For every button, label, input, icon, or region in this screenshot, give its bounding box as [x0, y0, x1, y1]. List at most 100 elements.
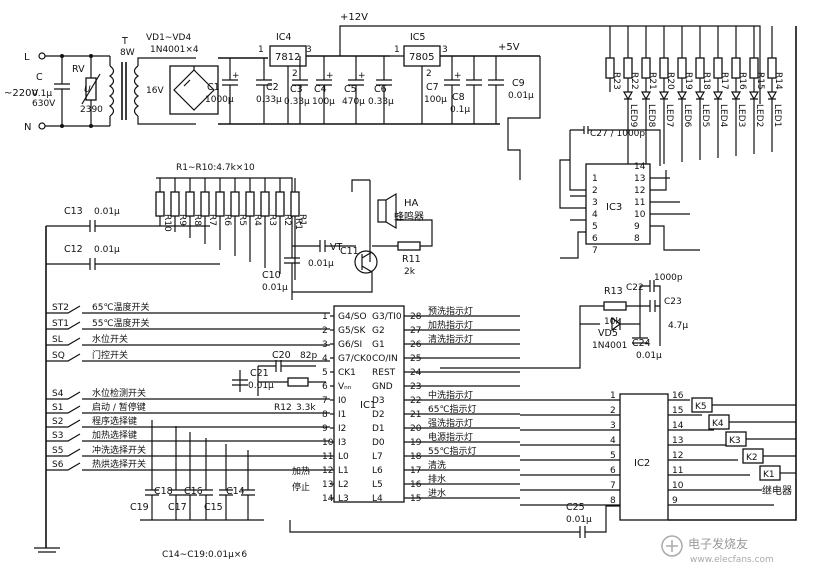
- led-label: LED7: [664, 104, 674, 127]
- r11-resistor: [397, 241, 421, 251]
- switch-contact-icon[interactable]: [46, 433, 330, 442]
- ic1-pin-signal: G1: [372, 340, 385, 350]
- watermark: 电子发烧友 www.elecfans.com: [661, 535, 774, 565]
- ic3-pin-number: 7: [592, 246, 598, 256]
- led-diode-icon: [676, 91, 688, 101]
- filter-capacitor: [219, 444, 233, 520]
- switch-contact-icon[interactable]: [46, 321, 330, 330]
- c10-capacitor: [284, 240, 300, 300]
- c25-label: C25: [566, 502, 585, 513]
- c5-value: 470μ: [342, 97, 365, 107]
- bottom-caps-note: C14∼C19:0.01μ×6: [162, 550, 247, 560]
- indicator-label-t65: 65℃指示灯: [428, 403, 477, 415]
- indicator-label-inlet: 进水: [428, 487, 446, 499]
- led-resistor-label: R20: [665, 72, 675, 90]
- svg-text:+: +: [454, 71, 462, 81]
- oscillator-section: C20 82p C21 0.01μ R12 3.3k: [232, 350, 326, 413]
- c2-value: 0.33μ: [256, 95, 282, 105]
- r12-value: 3.3k: [296, 403, 316, 413]
- switch-contact-icon[interactable]: [46, 305, 330, 314]
- led-label: LED4: [718, 104, 728, 128]
- c5-capacitor: [348, 56, 364, 124]
- transformer-primary: [108, 65, 115, 117]
- filter-capacitor: [183, 432, 197, 520]
- switch-contact-icon[interactable]: [46, 462, 330, 471]
- varistor-value: 2390: [80, 105, 103, 115]
- c21-value: 0.01μ: [248, 381, 274, 391]
- led-label: LED9: [628, 104, 638, 128]
- switch-contact-icon[interactable]: [46, 391, 330, 400]
- switch-label: 加热选择键: [92, 429, 137, 441]
- c27-capacitor: [570, 126, 661, 166]
- ic3-pin-number: 1: [592, 174, 598, 184]
- ac-wires: [45, 55, 110, 127]
- pullup-resistor-label: R3: [267, 214, 277, 226]
- ic2-pin-number: 10: [672, 481, 684, 491]
- c7-capacitor: [444, 56, 460, 124]
- filter-capacitor-label: C18: [154, 486, 173, 497]
- led-label: LED5: [700, 104, 710, 127]
- rail-12v-label: +12V: [340, 12, 368, 23]
- switch-contact-icon[interactable]: [46, 405, 330, 414]
- ic1-pin-signal: I3: [338, 438, 346, 448]
- switch-contact-icon[interactable]: [46, 448, 330, 457]
- c8-value: 0.1μ: [450, 105, 470, 115]
- watermark-text: 电子发烧友: [688, 536, 748, 551]
- c3-capacitor: [292, 56, 308, 124]
- transformer-power: 8W: [120, 48, 135, 58]
- switch-id: S4: [52, 389, 64, 399]
- svg-text:1: 1: [258, 45, 264, 55]
- led-diode-icon: [712, 91, 724, 101]
- switch-id: SQ: [52, 351, 65, 361]
- ic3-pin-number: 4: [592, 210, 598, 220]
- pullup-resistor: [230, 191, 240, 217]
- svg-text:3: 3: [442, 45, 448, 55]
- c9-capacitor: [488, 56, 504, 124]
- switch-id: S1: [52, 403, 63, 413]
- ic1-pin-number: 18: [410, 452, 422, 462]
- bridge-name: VD1∼VD4: [146, 33, 191, 43]
- ic4-type: 7812: [275, 52, 300, 63]
- indicator-label-heat: 加热指示灯: [428, 319, 473, 331]
- led-resistor-label: R14: [773, 72, 783, 90]
- led-label: LED8: [646, 104, 656, 128]
- buzzer-section: HA 蜂鸣器 VT R11 2k C11 0.01μ C10 0.01μ: [262, 179, 433, 300]
- bridge-type: 1N4001×4: [150, 45, 199, 55]
- filter-capacitor-label: C15: [204, 502, 223, 513]
- ic2-pin-number: 1: [610, 391, 616, 401]
- ic3-pin-number: 12: [634, 186, 645, 196]
- relay-label: 继电器: [762, 484, 792, 497]
- ic1-pin-signal: I1: [338, 410, 346, 420]
- ic1-pin-number: 3: [322, 340, 328, 350]
- transformer-secondary: [133, 65, 140, 117]
- buzzer-name: 蜂鸣器: [394, 210, 424, 223]
- varistor-u: U: [84, 85, 91, 95]
- led-diode-icon: [658, 91, 670, 101]
- ic1-pin-signal: G7/CK0: [338, 354, 372, 364]
- c24-capacitor: [632, 324, 648, 344]
- switch-contact-icon[interactable]: [46, 337, 330, 346]
- led-label: LED6: [682, 104, 692, 128]
- neutral-terminal-label: N: [24, 122, 31, 133]
- neutral-terminal: [38, 122, 46, 130]
- led-indicator-array: R14R15R16R17R18R19R20R21R22R23LED1LED2LE…: [605, 26, 783, 168]
- filter-capacitor: [169, 426, 183, 520]
- ic1-pin-signal: G2: [372, 326, 385, 336]
- switch-contact-icon[interactable]: [46, 353, 330, 362]
- ic2-pin-number: 14: [672, 421, 684, 431]
- ic5-label: IC5: [410, 32, 425, 43]
- pullup-resistor-label: R9: [177, 214, 187, 226]
- c25-value: 0.01μ: [566, 515, 592, 525]
- line-terminal-label: L: [24, 52, 30, 63]
- indicator-label-clean: 清洗指示灯: [428, 333, 473, 345]
- ic1-pin-signal: I0: [338, 396, 347, 406]
- led-resistor-label: R22: [629, 72, 639, 90]
- c22-label: C22: [626, 283, 644, 293]
- ground-symbol: [34, 547, 60, 553]
- ic3-label: IC3: [606, 202, 622, 213]
- led-label: LED1: [772, 104, 782, 127]
- filter-capacitor: [145, 420, 159, 520]
- switch-contact-icon[interactable]: [46, 419, 330, 428]
